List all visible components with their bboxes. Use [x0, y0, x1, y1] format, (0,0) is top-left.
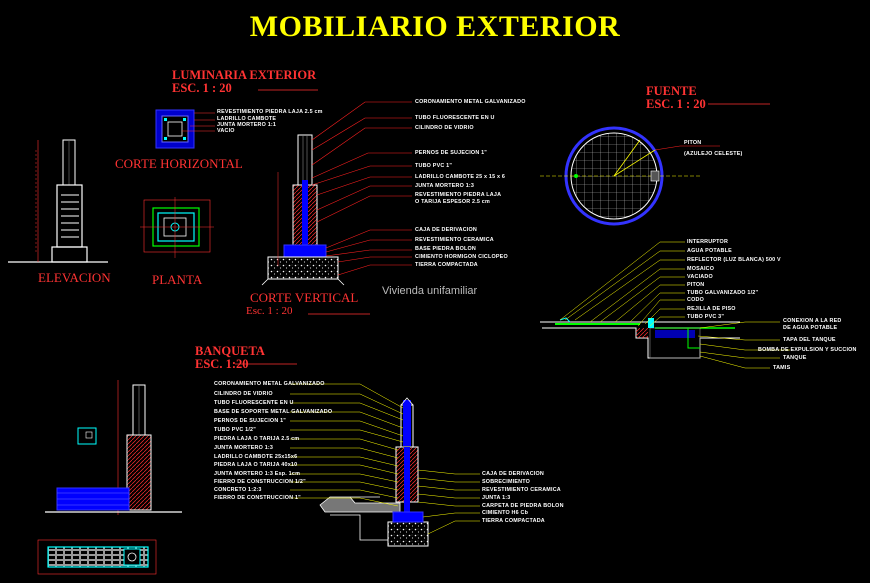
corte-horizontal-drawing: [155, 109, 215, 149]
fuente-scale: ESC. 1 : 20: [646, 97, 706, 111]
elevacion-label: ELEVACION: [38, 270, 111, 285]
cv-label: BASE PIEDRA BOLON: [415, 246, 477, 252]
fuente-plan-drawing: [540, 126, 720, 226]
bl-label: CILINDRO DE VIDRIO: [214, 391, 273, 397]
cv-label: TUBO PVC 1": [415, 163, 453, 169]
cv-label: TIERRA COMPACTADA: [415, 262, 478, 268]
ch-label: LADRILLO CAMBOTE: [217, 116, 277, 122]
fs-label: REFLECTOR (LUZ BLANCA) 500 V: [687, 257, 781, 263]
piton-label: PITON: [684, 140, 702, 146]
planta-label: PLANTA: [152, 272, 203, 287]
br-label: TIERRA COMPACTADA: [482, 518, 545, 524]
bl-label: PIEDRA LAJA O TARIJA 40x10: [214, 462, 298, 468]
fuente-section-leaders: [559, 241, 790, 369]
fs-label: AGUA POTABLE: [687, 248, 732, 254]
fr-label: DE AGUA POTABLE: [783, 325, 838, 331]
scale-underlines: [235, 89, 770, 365]
bl-label: FIERRO DE CONSTRUCCION 1/2": [214, 479, 306, 485]
cv-label: TUBO FLUORESCENTE EN U: [415, 115, 495, 121]
ch-label: JUNTA MORTERO 1:1: [217, 122, 277, 128]
planta-drawing: [140, 197, 214, 258]
cv-label: REVESTIMIENTO PIEDRA LAJA: [415, 192, 502, 198]
br-label: JUNTA 1:3: [482, 495, 511, 501]
fs-label: REJILLA DE PISO: [687, 306, 736, 312]
fr-label: TAMIS: [773, 365, 791, 371]
elevacion-drawing: [8, 139, 108, 263]
fs-label: INTERRUPTOR: [687, 239, 729, 245]
ch-label: REVESTIMIENTO PIEDRA LAJA 2.5 cm: [217, 109, 323, 115]
cv-label: CIMIENTO HORMIGON CICLOPEO: [415, 254, 508, 260]
cv-label: PERNOS DE SUJECION 1": [415, 150, 488, 156]
bl-label: BASE DE SOPORTE METAL GALVANIZADO: [214, 409, 333, 415]
banqueta-elevation-drawing: [45, 380, 182, 515]
corte-vertical-scale: Esc. 1 : 20: [246, 305, 293, 317]
bl-label: JUNTA MORTERO 1:3: [214, 445, 274, 451]
cv-label: CAJA DE DERIVACION: [415, 227, 478, 233]
bl-label: CONCRETO 1:2:3: [214, 487, 262, 493]
corte-vertical-label: CORTE VERTICAL: [250, 290, 359, 305]
corte-vertical-leaders: [311, 101, 412, 276]
banqueta-plan-drawing: [37, 539, 157, 575]
fs-label: TUBO GALVANIZADO 1/2": [687, 290, 759, 296]
fr-label: TANQUE: [783, 355, 807, 361]
fr-label: BOMBA DE EXPULSION Y SUCCION: [758, 347, 857, 353]
bl-label: CORONAMIENTO METAL GALVANIZADO: [214, 381, 325, 387]
bl-label: PIEDRA LAJA O TARIJA 2.5 cm: [214, 436, 300, 442]
banqueta-section-leaders-right: [417, 469, 480, 535]
banqueta-scale: ESC. 1:20: [195, 357, 249, 371]
fr-label: CONEXION A LA RED: [783, 318, 842, 324]
fuente-section-drawing: [540, 317, 740, 359]
corte-vertical-drawing: [261, 134, 345, 286]
piton-sublabel: (AZULEJO CELESTE): [684, 151, 743, 157]
fs-label: TUBO PVC 3": [687, 314, 725, 320]
banqueta-section-drawing: [319, 397, 429, 547]
banqueta-heading: BANQUETA: [195, 344, 265, 358]
vivienda-label: Vivienda unifamiliar: [382, 285, 478, 297]
fs-label: PITON: [687, 282, 705, 288]
br-label: REVESTIMIENTO CERAMICA: [482, 487, 561, 493]
bl-label: LADRILLO CAMBOTE 25x15x6: [214, 454, 298, 460]
bl-label: PERNOS DE SUJECION 1": [214, 418, 287, 424]
banqueta-section-leaders-left: [290, 383, 404, 507]
bl-label: TUBO PVC 1/2": [214, 427, 257, 433]
fs-label: VACIADO: [687, 274, 713, 280]
cv-label: O TARIJA ESPESOR 2.5 cm: [415, 199, 490, 205]
fs-label: MOSAICO: [687, 266, 715, 272]
br-label: CARPETA DE PIEDRA BOLON: [482, 503, 564, 509]
br-label: SOBRECIMIENTO: [482, 479, 531, 485]
br-label: CAJA DE DERIVACION: [482, 471, 545, 477]
drawing-title: MOBILIARIO EXTERIOR: [249, 10, 621, 43]
corte-horizontal-label: CORTE HORIZONTAL: [115, 156, 243, 171]
cv-label: LADRILLO CAMBOTE 25 x 15 x 6: [415, 174, 506, 180]
bl-label: FIERRO DE CONSTRUCCION 1": [214, 495, 301, 501]
cv-label: CORONAMIENTO METAL GALVANIZADO: [415, 99, 526, 105]
br-label: CIMIENTO H6 Cb: [482, 510, 529, 516]
fr-label: TAPA DEL TANQUE: [783, 337, 836, 343]
cv-label: CILINDRO DE VIDRIO: [415, 125, 474, 131]
bl-label: TUBO FLUORESCENTE EN U: [214, 400, 294, 406]
fuente-heading: FUENTE: [646, 84, 697, 98]
cv-label: JUNTA MORTERO 1:3: [415, 183, 475, 189]
luminaria-scale: ESC. 1 : 20: [172, 81, 232, 95]
luminaria-heading: LUMINARIA EXTERIOR: [172, 68, 317, 82]
cv-label: REVESTIMIENTO CERAMICA: [415, 237, 494, 243]
bl-label: JUNTA MORTERO 1:3 Esp. 1cm: [214, 471, 301, 477]
ch-label: VACIO: [217, 128, 235, 134]
fs-label: CODO: [687, 297, 704, 303]
